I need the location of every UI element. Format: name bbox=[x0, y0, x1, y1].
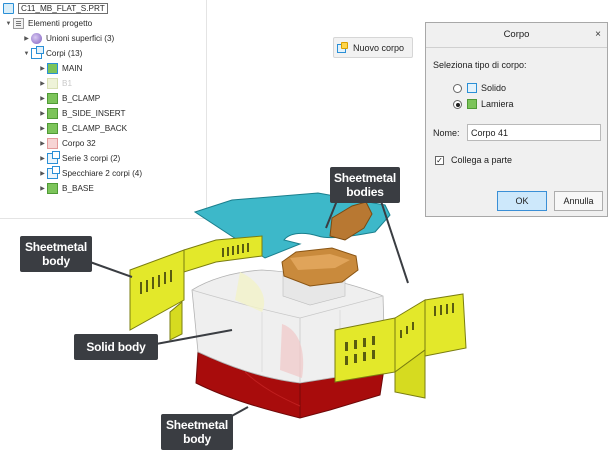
option-solid[interactable]: Solido bbox=[453, 83, 543, 96]
bodies-folder-icon bbox=[31, 46, 44, 59]
callout-sheetmetal-bodies: Sheetmetal bodies bbox=[330, 167, 400, 203]
tree-bodies-row[interactable]: ▼ Corpi (13) bbox=[22, 46, 82, 61]
tree-item-label: Corpo 32 bbox=[62, 139, 96, 148]
collapse-arrow-icon[interactable]: ▼ bbox=[23, 50, 30, 57]
callout-solid-body: Solid body bbox=[74, 334, 158, 360]
body-set-icon bbox=[47, 151, 60, 164]
sheetmetal-body-icon bbox=[47, 183, 58, 194]
tree-item-b-clamp-back[interactable]: ▶ B_CLAMP_BACK bbox=[38, 121, 127, 136]
tree-item-label: B_SIDE_INSERT bbox=[62, 109, 126, 118]
tree-item-label: B_CLAMP bbox=[62, 94, 101, 103]
option-sheetmetal[interactable]: Lamiera bbox=[453, 99, 543, 112]
expand-arrow-icon[interactable]: ▶ bbox=[40, 141, 45, 147]
upper-insert-sheetmetal-body[interactable] bbox=[329, 201, 373, 241]
tree-quilts-label: Unioni superfici (3) bbox=[46, 34, 115, 43]
sheetmetal-body-icon bbox=[47, 63, 58, 74]
option-sheetmetal-label: Lamiera bbox=[481, 99, 514, 109]
solid-body-icon bbox=[47, 138, 58, 149]
body-set-icon bbox=[47, 166, 60, 179]
collapse-arrow-icon[interactable]: ▼ bbox=[5, 20, 12, 27]
callout-sheetmetal-body-bottom: Sheetmetal body bbox=[161, 414, 233, 450]
tree-item-label: B_CLAMP_BACK bbox=[62, 124, 128, 133]
tree-item-label: B1 bbox=[62, 79, 73, 88]
sheetmetal-radio[interactable] bbox=[453, 100, 462, 109]
option-solid-label: Solido bbox=[481, 83, 507, 93]
body-name-input[interactable] bbox=[467, 124, 601, 141]
tree-item-label: B_BASE bbox=[62, 184, 94, 193]
new-body-button[interactable]: Nuovo corpo bbox=[333, 37, 413, 58]
body-type-prompt: Seleziona tipo di corpo: bbox=[433, 60, 527, 70]
sheetmetal-body-icon bbox=[47, 108, 58, 119]
sheetmetal-body-icon bbox=[47, 78, 58, 89]
tree-part-row[interactable]: C11_MB_FLAT_S.PRT bbox=[3, 1, 108, 16]
expand-arrow-icon[interactable]: ▶ bbox=[40, 66, 45, 72]
expand-arrow-icon[interactable]: ▶ bbox=[24, 36, 29, 42]
tree-item-main[interactable]: ▶ MAIN bbox=[38, 61, 82, 76]
expand-arrow-icon[interactable]: ▶ bbox=[40, 186, 45, 192]
tree-bodies-label: Corpi (13) bbox=[46, 49, 83, 58]
expand-arrow-icon[interactable]: ▶ bbox=[40, 81, 45, 87]
tree-item-b-base[interactable]: ▶ B_BASE bbox=[38, 181, 94, 196]
callout-sheetmetal-body-left: Sheetmetal body bbox=[20, 236, 92, 272]
sheetmetal-body-icon bbox=[47, 123, 58, 134]
solid-radio[interactable] bbox=[453, 84, 462, 93]
expand-arrow-icon[interactable]: ▶ bbox=[40, 171, 45, 177]
attach-checkbox[interactable]: ✓ bbox=[435, 156, 444, 165]
right-clamp-sheetmetal-body[interactable] bbox=[334, 293, 467, 399]
part-name: C11_MB_FLAT_S.PRT bbox=[18, 3, 108, 14]
tree-item-mirror[interactable]: ▶ Specchiare 2 corpi (4) bbox=[38, 166, 142, 181]
tree-quilts-row[interactable]: ▶ Unioni superfici (3) bbox=[22, 31, 114, 46]
sheetmetal-body-icon bbox=[47, 93, 58, 104]
expand-arrow-icon[interactable]: ▶ bbox=[40, 126, 45, 132]
model-tree: C11_MB_FLAT_S.PRT ▼ Elementi progetto ▶ … bbox=[0, 0, 207, 219]
body-dialog: Corpo × Seleziona tipo di corpo: Solido … bbox=[425, 22, 608, 217]
tree-item-b-side-insert[interactable]: ▶ B_SIDE_INSERT bbox=[38, 106, 126, 121]
tree-item-label: Serie 3 corpi (2) bbox=[62, 154, 121, 163]
attach-to-part-option[interactable]: ✓ Collega a parte bbox=[435, 155, 555, 167]
tree-item-b1[interactable]: ▶ B1 bbox=[38, 76, 72, 91]
cancel-button[interactable]: Annulla bbox=[554, 191, 603, 211]
tree-item-b-clamp[interactable]: ▶ B_CLAMP bbox=[38, 91, 100, 106]
new-body-label: Nuovo corpo bbox=[353, 42, 405, 53]
tree-item-label: Specchiare 2 corpi (4) bbox=[62, 169, 143, 178]
features-icon bbox=[13, 18, 24, 29]
dialog-title: Corpo bbox=[426, 23, 607, 48]
attach-label: Collega a parte bbox=[451, 155, 513, 165]
tree-item-corpo-32[interactable]: ▶ Corpo 32 bbox=[38, 136, 96, 151]
tree-item-pattern[interactable]: ▶ Serie 3 corpi (2) bbox=[38, 151, 120, 166]
ok-button[interactable]: OK bbox=[497, 191, 547, 211]
sheetmetal-body-icon bbox=[467, 99, 477, 109]
close-icon[interactable]: × bbox=[595, 29, 601, 40]
part-icon bbox=[3, 3, 14, 14]
expand-arrow-icon[interactable]: ▶ bbox=[40, 111, 45, 117]
expand-arrow-icon[interactable]: ▶ bbox=[40, 96, 45, 102]
name-label: Nome: bbox=[433, 128, 460, 138]
expand-arrow-icon[interactable]: ▶ bbox=[40, 156, 45, 162]
left-clamp-sheetmetal-body[interactable] bbox=[129, 235, 263, 341]
tree-features-label: Elementi progetto bbox=[28, 19, 93, 28]
solid-body-icon bbox=[467, 83, 477, 93]
quilt-icon bbox=[31, 33, 42, 44]
new-body-icon bbox=[337, 41, 349, 54]
tree-item-label: MAIN bbox=[62, 64, 83, 73]
tree-features-row[interactable]: ▼ Elementi progetto bbox=[4, 16, 92, 31]
